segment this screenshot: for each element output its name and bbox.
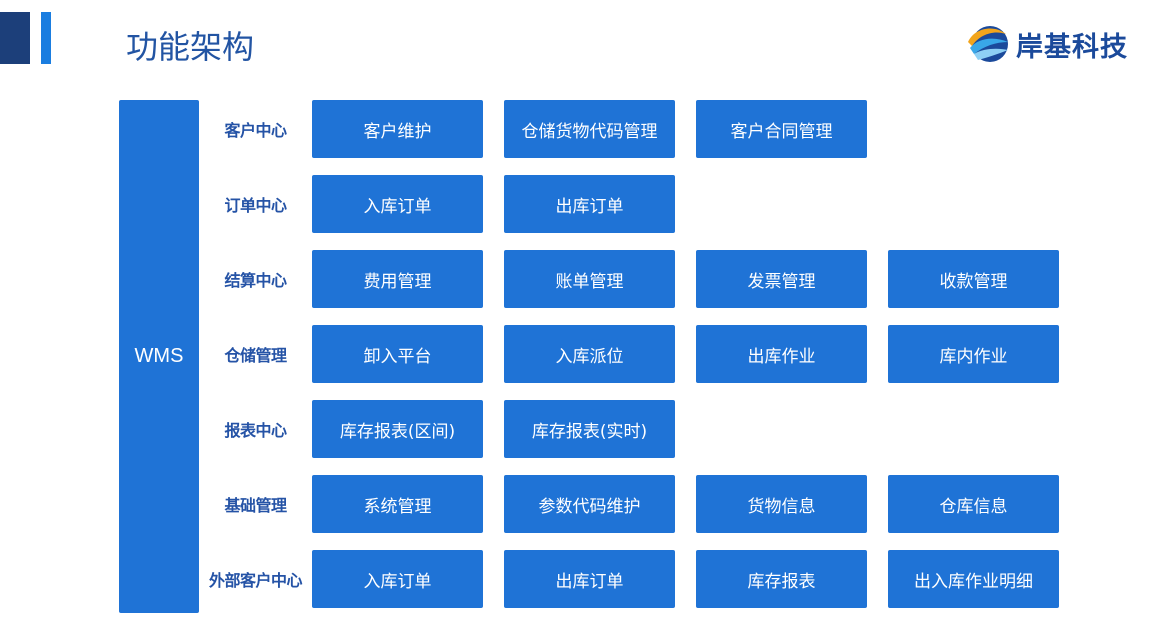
row-label: 外部客户中心 [208, 571, 303, 590]
header-accent-blue [41, 12, 51, 64]
row-label: 基础管理 [224, 496, 287, 515]
function-box[interactable]: 客户维护 [312, 100, 483, 158]
row-label: 订单中心 [224, 196, 287, 215]
function-box[interactable]: 库存报表(区间) [312, 400, 483, 458]
function-box[interactable]: 库存报表 [696, 550, 867, 608]
function-box[interactable]: 库存报表(实时) [504, 400, 675, 458]
row-label: 结算中心 [224, 271, 287, 290]
function-box[interactable]: 客户合同管理 [696, 100, 867, 158]
function-box[interactable]: 入库订单 [312, 550, 483, 608]
logo-text: 岸基科技 [1016, 31, 1128, 63]
function-box[interactable]: 费用管理 [312, 250, 483, 308]
function-box[interactable]: 货物信息 [696, 475, 867, 533]
function-box[interactable]: 账单管理 [504, 250, 675, 308]
function-box[interactable]: 出库订单 [504, 550, 675, 608]
function-box[interactable]: 系统管理 [312, 475, 483, 533]
wms-root-block[interactable]: WMS [119, 100, 199, 613]
wms-root-label: WMS [134, 345, 184, 367]
row-label: 报表中心 [224, 421, 287, 440]
function-box[interactable]: 出库作业 [696, 325, 867, 383]
function-box[interactable]: 卸入平台 [312, 325, 483, 383]
function-box[interactable]: 参数代码维护 [504, 475, 675, 533]
logo-icon [968, 26, 1008, 62]
function-box[interactable]: 出库订单 [504, 175, 675, 233]
function-box[interactable]: 入库订单 [312, 175, 483, 233]
function-box[interactable]: 发票管理 [696, 250, 867, 308]
company-logo: 岸基科技 [964, 22, 1128, 66]
function-box[interactable]: 出入库作业明细 [888, 550, 1059, 608]
function-box[interactable]: 仓库信息 [888, 475, 1059, 533]
header-accent-dark [0, 12, 30, 64]
function-box[interactable]: 仓储货物代码管理 [504, 100, 675, 158]
function-box[interactable]: 库内作业 [888, 325, 1059, 383]
function-box[interactable]: 入库派位 [504, 325, 675, 383]
row-label: 仓储管理 [224, 346, 287, 365]
page-title: 功能架构 [126, 28, 255, 66]
function-box[interactable]: 收款管理 [888, 250, 1059, 308]
row-label: 客户中心 [224, 121, 287, 140]
